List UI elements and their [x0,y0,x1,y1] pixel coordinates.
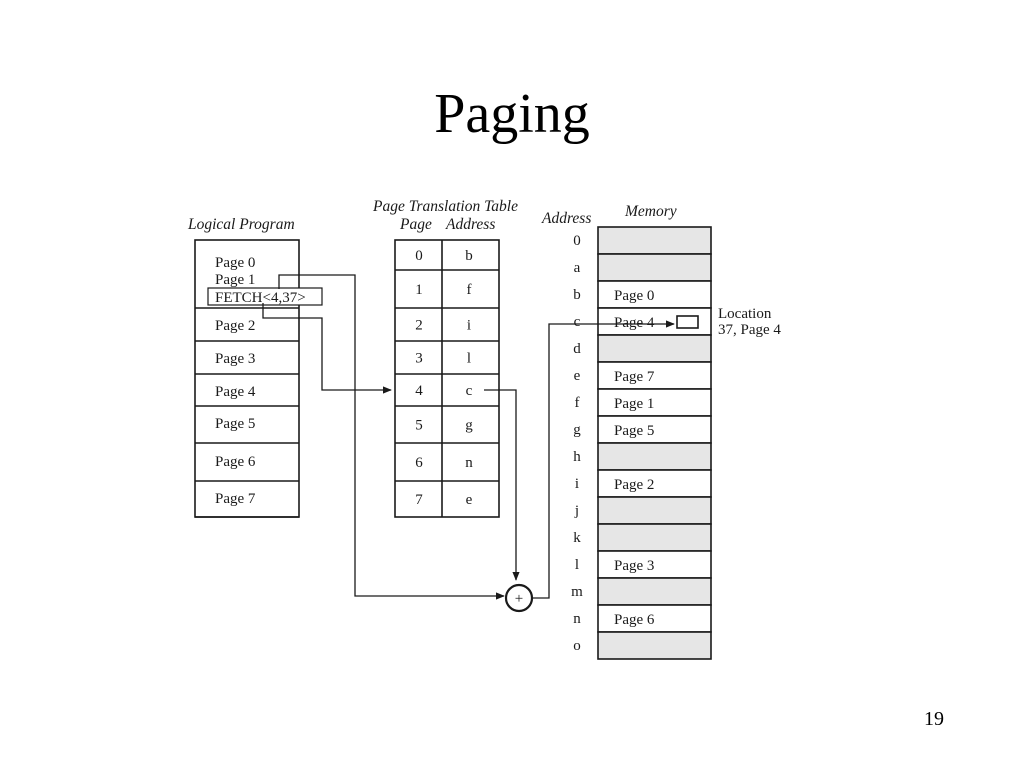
memory-frame-used [597,469,712,498]
translation-address-cell: n [465,455,473,471]
memory-address-label: h [573,449,581,465]
translation-address-cell: g [465,418,473,434]
translation-page-cell: 6 [415,455,423,471]
memory-frame-label: Page 1 [614,396,654,412]
memory-address-label: f [575,395,580,411]
memory-frame-label: Page 0 [614,288,654,304]
memory-address-label: n [573,611,581,627]
memory-frame-label: Page 2 [614,477,654,493]
memory-address-label: e [574,368,581,384]
memory-frame-label: Page 3 [614,558,654,574]
memory-frame-free [597,631,712,660]
memory-address-label: g [573,422,581,438]
physical-address-connector [533,320,675,599]
memory-address-label: j [574,503,579,519]
frame-address-connector [484,389,520,581]
translation-page-cell: 0 [415,248,423,264]
memory-address-label: a [574,260,581,276]
adder-circle [504,583,534,613]
translation-table-frame [394,239,500,518]
translation-address-cell: b [465,248,473,264]
memory-frame-free [597,442,712,471]
memory-address-label: l [575,557,579,573]
memory-frame-free [597,334,712,363]
logical-page-label: Page 3 [215,351,255,367]
memory-frame-free [597,496,712,525]
offset-connector [278,274,505,600]
memory-address-label: k [573,530,581,546]
fetch-instruction-box [207,287,323,306]
logical-page-label: Page 0 [215,255,255,271]
logical-program-frame [194,239,300,518]
translation-address-cell: l [467,351,471,367]
memory-frame-label: Page 6 [614,612,655,628]
memory-address-label: d [573,341,581,357]
translation-page-cell: 1 [415,282,423,298]
logical-page-label: Page 5 [215,416,255,432]
slide-title: Paging [434,83,590,145]
location-note-line2: 37, Page 4 [718,322,781,338]
page-translation-table: 0 b 1 f 2 i 3 l 4 c 5 g 6 n 7 e [394,239,500,518]
memory-frame-free [597,523,712,552]
memory-frame-label: Page 5 [614,423,654,439]
logical-program-heading: Logical Program [187,216,295,233]
memory-address-heading: Address [541,210,591,227]
translation-address-cell: i [467,318,471,334]
translation-col-address-header: Address [445,216,495,233]
adder-plus: + [515,591,523,607]
memory-frame-free [597,226,712,255]
fetch-instruction-label: FETCH<4,37> [215,290,306,306]
logical-page-label: Page 4 [215,384,256,400]
memory-frame-label: Page 4 [614,315,655,331]
translation-address-cell: e [466,492,473,508]
logical-page-label: Page 7 [215,491,256,507]
memory-frame-used [597,388,712,417]
memory-frame-used [597,361,712,390]
translation-page-cell: 5 [415,418,423,434]
translation-page-cell: 2 [415,318,423,334]
memory-frame-free [597,253,712,282]
memory-address-label: c [574,314,581,330]
memory-address-label: 0 [573,233,581,249]
page-number-connector [262,303,392,394]
memory-frame-free [597,577,712,606]
location-marker [676,315,699,329]
memory-table: 0 ab Page 0 c Page 4 de Page 7 f Page 1 g Page 5 hi… [571,226,712,660]
slide-number: 19 [924,708,944,730]
memory-heading: Memory [624,203,677,220]
translation-page-cell: 4 [415,383,423,399]
translation-col-page-header: Page [399,216,432,233]
logical-page-label: Page 2 [215,318,255,334]
memory-address-label: i [575,476,579,492]
memory-address-label: m [571,584,583,600]
logical-page-label: Page 6 [215,454,256,470]
translation-page-cell: 7 [415,492,423,508]
memory-frame-label: Page 7 [614,369,655,385]
memory-address-label: b [573,287,581,303]
memory-address-label: o [573,638,581,654]
translation-address-cell: f [467,282,472,298]
location-note-line1: Location [718,306,772,322]
translation-page-cell: 3 [415,351,423,367]
translation-address-cell: c [466,383,473,399]
translation-table-heading: Page Translation Table [372,198,518,215]
logical-page-label: Page 1 [215,272,255,288]
